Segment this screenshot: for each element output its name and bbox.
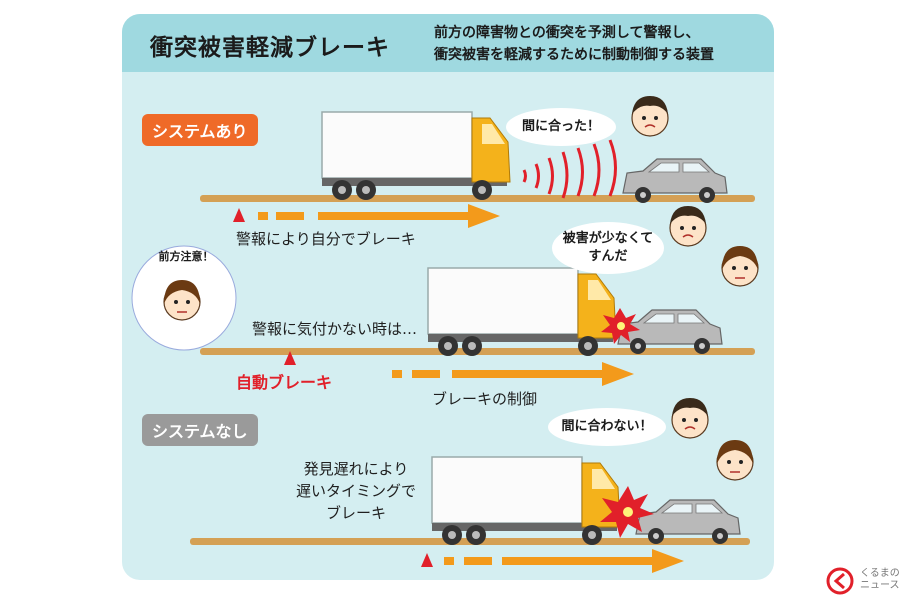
speech-bubble-3: 間に合わない！ — [548, 408, 666, 446]
warning-marker-2 — [284, 351, 296, 365]
passenger-face-3 — [716, 439, 754, 481]
caption-1: 警報により自分でブレーキ — [236, 230, 416, 248]
system-on-tag: システムあり — [142, 114, 258, 146]
timeline-arrow-1 — [258, 204, 500, 228]
watermark-text: くるまの ニュース — [860, 568, 900, 591]
caption-3: 発見遅れにより 遅いタイミングで ブレーキ — [296, 460, 417, 522]
scenario-3-group — [190, 397, 754, 573]
logo-icon — [826, 567, 854, 595]
driver-face-2 — [669, 205, 707, 247]
header-band: 衝突被害軽減ブレーキ 前方の障害物との衝突を予測して警報し、 衝突被害を軽減する… — [122, 14, 774, 72]
brake-control-arrow — [392, 362, 634, 386]
truck-2 — [427, 267, 617, 357]
radar-waves — [522, 139, 617, 199]
warning-driver-face — [163, 279, 201, 321]
driver-face-3 — [671, 397, 709, 439]
driver-face-1 — [631, 95, 669, 137]
impact-burst-2 — [601, 308, 640, 344]
scenario-1-group — [200, 95, 755, 228]
caption-2: 警報に気付かない時は… — [252, 320, 418, 338]
diagram-title: 衝突被害軽減ブレーキ — [150, 35, 390, 61]
warning-bubble: 前方注意！ — [158, 250, 214, 263]
timeline-arrow-3 — [444, 549, 684, 573]
speech-bubble-2: 被害が少なくて すんだ — [552, 222, 664, 274]
scenario-2-group — [131, 205, 759, 386]
truck-1 — [321, 111, 511, 201]
truck-3 — [431, 456, 621, 546]
system-off-tag: システムなし — [142, 414, 258, 446]
warning-marker-3 — [421, 553, 433, 567]
car-3 — [635, 499, 741, 545]
warning-marker-1 — [233, 208, 245, 222]
diagram-description: 前方の障害物との衝突を予測して警報し、 衝突被害を軽減するために制動制御する装置 — [434, 25, 714, 63]
brake-control-label: ブレーキの制御 — [432, 390, 538, 408]
auto-brake-label: 自動ブレーキ — [236, 373, 333, 392]
passenger-face-2 — [721, 245, 759, 287]
impact-burst-3 — [600, 486, 654, 538]
speech-bubble-1: 間に合った！ — [506, 108, 616, 146]
